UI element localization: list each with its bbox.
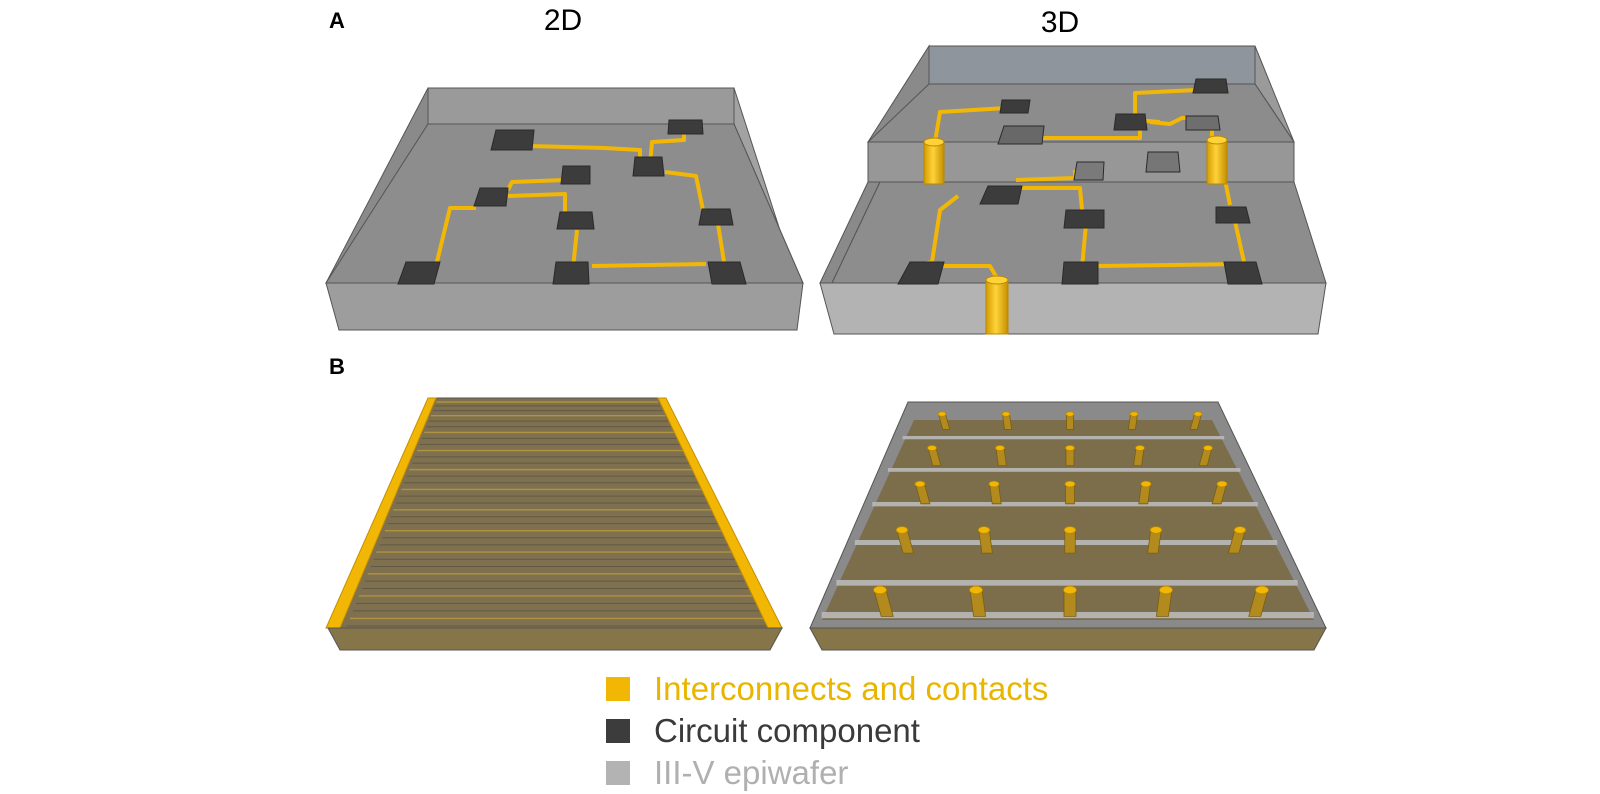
via-pillar-top (1206, 135, 1228, 145)
via-pillar (923, 141, 945, 185)
pillar-contact-top (1063, 585, 1077, 595)
component (1215, 206, 1251, 224)
legend-item-circuit-component: Circuit component (606, 710, 1048, 752)
legend-swatch-circuit-component (606, 719, 630, 743)
grid-band (872, 502, 1258, 507)
component (1223, 261, 1263, 285)
legend-swatch-interconnects (606, 677, 630, 701)
pillar-contact-top (1203, 445, 1213, 451)
pillar-contact-top (969, 585, 983, 595)
pillar-contact-top (1159, 585, 1173, 595)
via-pillar-top (923, 137, 945, 147)
component (1061, 261, 1099, 285)
component (560, 165, 591, 185)
pillar-contact-top (1001, 411, 1011, 417)
pillar-contact-top (914, 480, 926, 488)
pillar-contact-top (1064, 480, 1076, 488)
component-faded (1073, 161, 1105, 181)
pillar-contact-top (1065, 411, 1075, 417)
panel-label-a: A (329, 8, 345, 33)
wafer-3d-contacts (809, 401, 1327, 651)
wafer-2d-contacts (325, 397, 783, 651)
component (556, 211, 595, 230)
pillar-contact-top (1063, 526, 1077, 534)
legend-label-interconnects: Interconnects and contacts (654, 670, 1049, 707)
pillar-contacts (873, 411, 1269, 617)
pillar-contact-top (1216, 480, 1228, 488)
pillar-contact-top (1140, 480, 1152, 488)
circuit-components-3d (897, 78, 1263, 285)
pillar-contact-top (988, 480, 1000, 488)
pillar-contact-top (1135, 445, 1145, 451)
via-pillar (1206, 139, 1228, 185)
component (490, 129, 535, 151)
panel-label-b: B (329, 354, 345, 379)
grid-band (902, 436, 1225, 440)
component-faded (1185, 115, 1221, 131)
pillar-contact-top (1149, 526, 1163, 534)
legend-label-circuit-component: Circuit component (654, 712, 920, 749)
pillar-contact-top (927, 445, 937, 451)
component (897, 261, 945, 285)
via-pillar-top (985, 275, 1009, 285)
pillar-contact-top (1255, 585, 1269, 595)
component (1063, 209, 1105, 229)
wafer-3d (819, 44, 1327, 335)
component (632, 156, 665, 177)
component (999, 99, 1031, 114)
component-faded (997, 125, 1045, 145)
component (397, 261, 441, 285)
pillar-contact-top (977, 526, 991, 534)
legend-item-epiwafer: III-V epiwafer (606, 752, 1048, 794)
pillar-contact-top (895, 526, 909, 534)
legend: Interconnects and contacts Circuit compo… (606, 668, 1048, 794)
component (698, 208, 734, 226)
component-faded (1145, 151, 1181, 173)
component (1192, 78, 1229, 94)
pillar-contact-top (1193, 411, 1203, 417)
wafer-3d-lower-front-face (819, 282, 1327, 335)
circuit-components-2d (397, 119, 747, 285)
pillar-contact-top (937, 411, 947, 417)
planar-stripes (346, 401, 775, 627)
pillar-contact-top (873, 585, 887, 595)
planar-front-face (327, 627, 783, 651)
component (667, 119, 704, 135)
component (473, 187, 509, 207)
pillar-contact-top (1129, 411, 1139, 417)
pillar-contact-top (1233, 526, 1247, 534)
grid-band (836, 580, 1298, 586)
grid-band (887, 468, 1241, 472)
column-title-2d: 2D (543, 4, 583, 37)
pillar-contact-top (995, 445, 1005, 451)
pillar-contact-top (1065, 445, 1075, 451)
legend-label-epiwafer: III-V epiwafer (654, 754, 849, 791)
pillar-wafer-front-face (809, 627, 1327, 651)
legend-item-interconnects: Interconnects and contacts (606, 668, 1048, 710)
component (552, 261, 590, 285)
via-pillar (985, 279, 1009, 335)
component (979, 185, 1023, 205)
wafer-2d (325, 87, 804, 331)
vertical-vias-3d (923, 135, 1228, 335)
legend-swatch-epiwafer (606, 761, 630, 785)
wafer-3d-upper-top-surface (866, 83, 1295, 143)
component (1113, 113, 1148, 131)
wafer-2d-back-wall (427, 87, 735, 125)
column-title-3d: 3D (1040, 6, 1080, 39)
component (707, 261, 747, 285)
wafer-2d-front-face (325, 282, 804, 331)
wafer-3d-upper-back-wall (928, 45, 1256, 85)
